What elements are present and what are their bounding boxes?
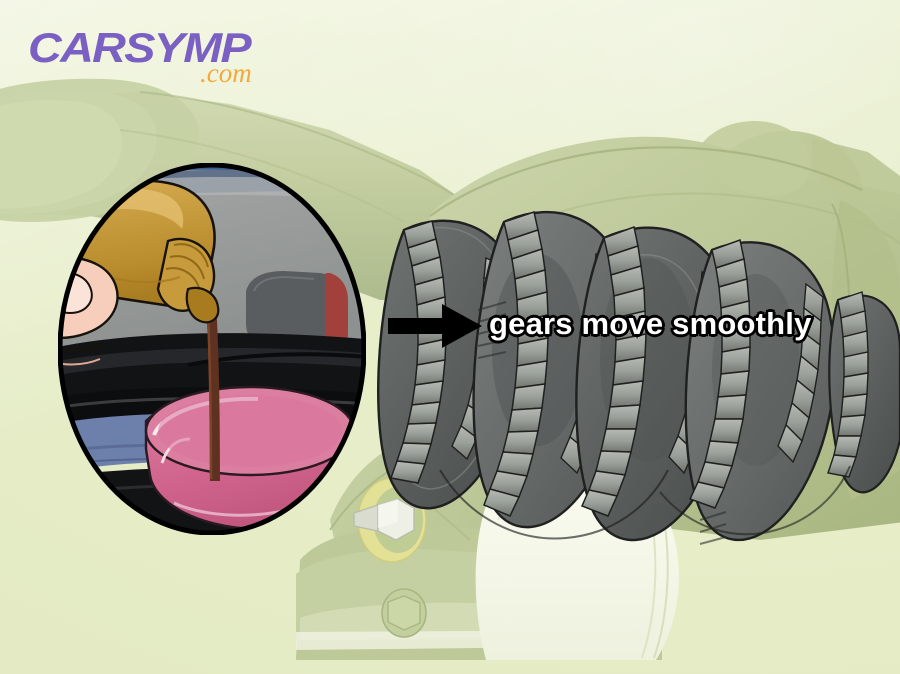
bolt-head bbox=[353, 498, 415, 541]
gear-4 bbox=[684, 239, 836, 542]
gear-lower-arcs bbox=[439, 465, 851, 540]
annotation-caption: gears move smoothly bbox=[487, 303, 814, 345]
inset-border bbox=[58, 163, 366, 535]
drain-pan bbox=[144, 385, 356, 531]
pointer-arrow bbox=[388, 300, 484, 352]
fluid-stream bbox=[206, 303, 220, 481]
gear-5 bbox=[827, 291, 900, 494]
brand-wordmark: CARSYMP bbox=[28, 24, 253, 71]
seat-headrest bbox=[246, 271, 348, 353]
inset-closeup bbox=[58, 163, 366, 535]
annotation-caption-text: gears move smoothly bbox=[487, 304, 814, 344]
gear-cluster bbox=[377, 210, 900, 545]
brand-suffix: .com bbox=[200, 58, 252, 84]
brand-logo[interactable]: CARSYMP .com bbox=[28, 22, 298, 84]
